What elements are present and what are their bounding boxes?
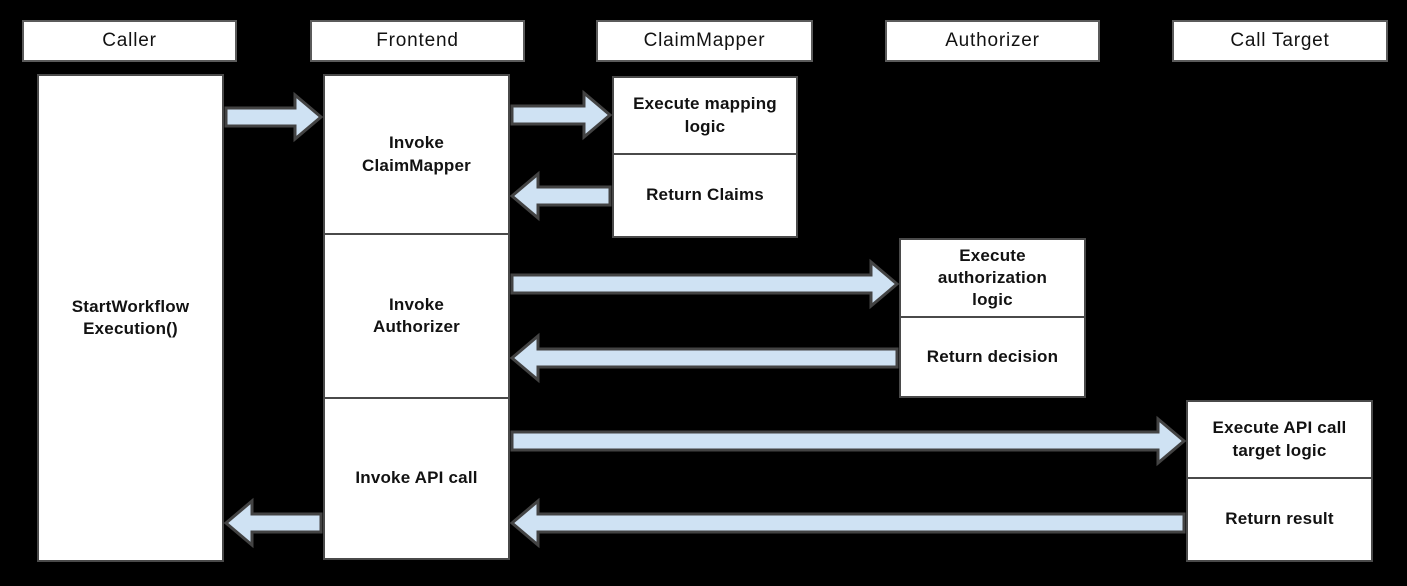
lane-header-calltarget: Call Target bbox=[1172, 20, 1388, 62]
lane-header-authorizer: Authorizer bbox=[885, 20, 1100, 62]
node-return-result-label: Return result bbox=[1225, 509, 1334, 529]
arrow-frontend-to-caller bbox=[223, 497, 323, 549]
arrow-claimmapper-to-frontend bbox=[509, 170, 612, 222]
node-execute-api-call-target-logic-label: Execute API call target logic bbox=[1212, 418, 1347, 460]
node-invoke-api-call-label: Invoke API call bbox=[355, 468, 478, 488]
node-return-claims-label: Return Claims bbox=[646, 185, 764, 205]
node-invoke-claimmapper: Invoke ClaimMapper bbox=[323, 74, 510, 235]
arrow-authorizer-to-frontend bbox=[509, 332, 899, 384]
node-invoke-api-call: Invoke API call bbox=[323, 397, 510, 560]
node-startworkflowexecution: StartWorkflow Execution() bbox=[37, 74, 224, 562]
lane-header-claimmapper: ClaimMapper bbox=[596, 20, 813, 62]
node-invoke-authorizer: Invoke Authorizer bbox=[323, 233, 510, 399]
arrow-frontend-to-authorizer bbox=[510, 258, 900, 310]
node-return-decision-label: Return decision bbox=[926, 346, 1059, 366]
node-invoke-authorizer-label: Invoke Authorizer bbox=[373, 294, 460, 336]
node-invoke-claimmapper-label: Invoke ClaimMapper bbox=[362, 133, 471, 175]
node-execute-mapping-logic-label: Execute mapping logic bbox=[633, 94, 777, 136]
lane-header-frontend: Frontend bbox=[310, 20, 525, 62]
node-return-result: Return result bbox=[1186, 477, 1373, 562]
arrow-frontend-to-calltarget bbox=[510, 415, 1187, 467]
lane-header-frontend-label: Frontend bbox=[376, 30, 459, 51]
node-return-decision: Return decision bbox=[899, 316, 1086, 398]
node-startworkflowexecution-label: StartWorkflow Execution() bbox=[71, 296, 190, 338]
node-execute-authorization-logic-label: Execute authorization logic bbox=[937, 245, 1048, 310]
lane-header-authorizer-label: Authorizer bbox=[945, 30, 1040, 51]
node-execute-authorization-logic: Execute authorization logic bbox=[899, 238, 1086, 318]
node-execute-api-call-target-logic: Execute API call target logic bbox=[1186, 400, 1373, 479]
node-execute-mapping-logic: Execute mapping logic bbox=[612, 76, 798, 155]
lane-header-claimmapper-label: ClaimMapper bbox=[643, 30, 766, 51]
arrow-caller-to-frontend bbox=[224, 91, 324, 143]
arrow-frontend-to-claimmapper bbox=[510, 89, 613, 141]
arrow-calltarget-to-frontend bbox=[509, 497, 1186, 549]
lane-header-caller: Caller bbox=[22, 20, 237, 62]
lane-header-calltarget-label: Call Target bbox=[1230, 30, 1330, 51]
node-return-claims: Return Claims bbox=[612, 153, 798, 238]
lane-header-caller-label: Caller bbox=[102, 30, 157, 51]
